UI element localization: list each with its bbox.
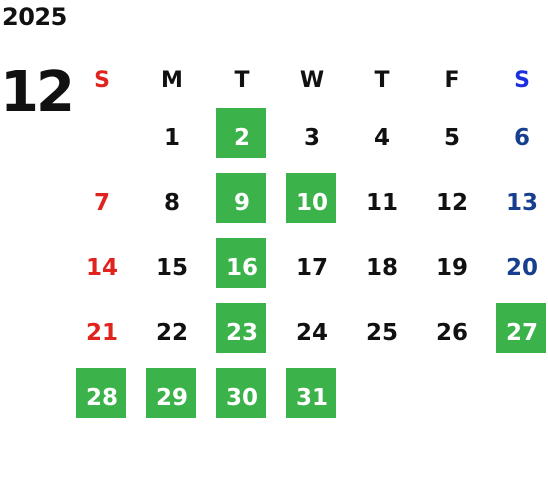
day-number: 1 — [163, 124, 180, 151]
day-number: 28 — [85, 384, 118, 411]
day-cell-wednesday: 24 — [277, 300, 347, 365]
weekday-header-wednesday: W — [299, 67, 325, 93]
day-cell-tuesday: 9 — [207, 170, 277, 235]
day-cell-monday: 8 — [137, 170, 207, 235]
calendar-month: 12 — [0, 60, 75, 125]
day-number: 18 — [365, 254, 398, 281]
day-cell-friday: 5 — [417, 105, 487, 170]
day-number: 29 — [155, 384, 188, 411]
day-number: 19 — [435, 254, 468, 281]
day-cell-monday: 22 — [137, 300, 207, 365]
highlight-marker — [216, 238, 266, 288]
highlight-marker — [76, 368, 126, 418]
empty-day-cell — [417, 365, 487, 430]
day-cell-tuesday: 23 — [207, 300, 277, 365]
empty-day-cell — [347, 365, 417, 430]
day-number: 21 — [85, 319, 118, 346]
day-cell-friday: 19 — [417, 235, 487, 300]
day-number: 13 — [505, 189, 538, 216]
day-cell-saturday: 27 — [487, 300, 548, 365]
day-cell-thursday: 25 — [347, 300, 417, 365]
day-number: 22 — [155, 319, 188, 346]
day-number: 5 — [443, 124, 460, 151]
day-number: 31 — [295, 384, 328, 411]
day-cell-saturday: 20 — [487, 235, 548, 300]
day-cell-thursday: 4 — [347, 105, 417, 170]
day-cell-saturday: 13 — [487, 170, 548, 235]
highlight-marker — [286, 173, 336, 223]
day-cell-tuesday: 16 — [207, 235, 277, 300]
day-number: 9 — [233, 189, 250, 216]
day-number: 14 — [85, 254, 118, 281]
day-number: 10 — [295, 189, 328, 216]
day-cell-sunday: 28 — [67, 365, 137, 430]
day-number: 27 — [505, 319, 538, 346]
weekday-header-monday: M — [161, 67, 183, 93]
day-cell-friday: 12 — [417, 170, 487, 235]
highlight-marker — [146, 368, 196, 418]
day-cell-sunday: 7 — [67, 170, 137, 235]
day-number: 15 — [155, 254, 188, 281]
weekday-header-saturday: S — [514, 67, 530, 93]
highlight-marker — [216, 368, 266, 418]
day-cell-wednesday: 10 — [277, 170, 347, 235]
weekday-header-thursday: T — [374, 67, 390, 93]
day-number: 17 — [295, 254, 328, 281]
highlight-marker — [216, 303, 266, 353]
day-number: 16 — [225, 254, 258, 281]
highlight-marker — [496, 303, 546, 353]
empty-day-cell — [67, 105, 137, 170]
day-number: 25 — [365, 319, 398, 346]
day-number: 8 — [163, 189, 180, 216]
highlight-marker — [216, 173, 266, 223]
day-number: 24 — [295, 319, 328, 346]
day-cell-wednesday: 31 — [277, 365, 347, 430]
day-cell-monday: 29 — [137, 365, 207, 430]
day-cell-sunday: 21 — [67, 300, 137, 365]
day-cell-thursday: 18 — [347, 235, 417, 300]
highlight-marker — [286, 368, 336, 418]
day-number: 23 — [225, 319, 258, 346]
day-cell-sunday: 14 — [67, 235, 137, 300]
weekday-header-friday: F — [444, 67, 460, 93]
day-number: 12 — [435, 189, 468, 216]
calendar-year: 2025 — [2, 3, 67, 31]
day-cell-tuesday: 2 — [207, 105, 277, 170]
highlight-marker — [216, 108, 266, 158]
day-cell-saturday: 6 — [487, 105, 548, 170]
day-number: 3 — [303, 124, 320, 151]
day-number: 11 — [365, 189, 398, 216]
day-cell-wednesday: 3 — [277, 105, 347, 170]
day-number: 30 — [225, 384, 258, 411]
day-number: 20 — [505, 254, 538, 281]
day-number: 4 — [373, 124, 390, 151]
day-number: 6 — [513, 124, 530, 151]
day-cell-tuesday: 30 — [207, 365, 277, 430]
empty-day-cell — [487, 365, 548, 430]
day-cell-monday: 15 — [137, 235, 207, 300]
weekday-header-tuesday: T — [234, 67, 250, 93]
day-number: 2 — [233, 124, 250, 151]
day-cell-thursday: 11 — [347, 170, 417, 235]
day-cell-monday: 1 — [137, 105, 207, 170]
day-number: 26 — [435, 319, 468, 346]
day-number: 7 — [93, 189, 110, 216]
weekday-header-sunday: S — [94, 67, 110, 93]
day-cell-wednesday: 17 — [277, 235, 347, 300]
day-cell-friday: 26 — [417, 300, 487, 365]
